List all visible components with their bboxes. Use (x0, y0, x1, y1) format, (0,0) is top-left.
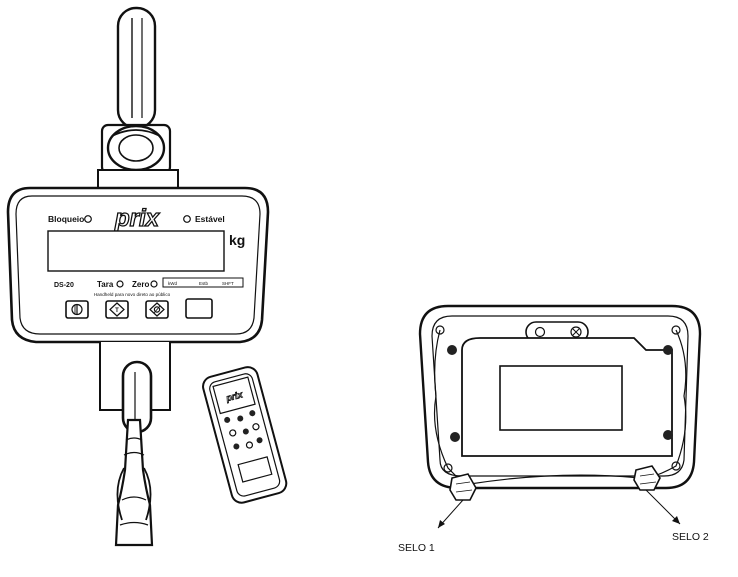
footer-text: Handheld para novo direto ao público (94, 292, 171, 297)
seal-wire (433, 329, 687, 485)
tara-led-icon (116, 280, 124, 288)
status-cell-1: kWd (168, 281, 177, 286)
seal-2-icon (633, 465, 661, 491)
weight-display (47, 230, 225, 272)
zero-button[interactable] (145, 300, 169, 319)
screw-icon (447, 345, 457, 355)
screw-icon (450, 432, 460, 442)
corner-screw-icon (443, 463, 453, 473)
status-cell-3: SHFT (222, 281, 234, 286)
corner-screw-icon (671, 461, 681, 471)
bloqueio-led-icon (84, 215, 92, 223)
corner-screw-icon (671, 325, 681, 335)
seal-2-label: SELO 2 (672, 531, 709, 543)
lower-hook (99, 342, 171, 547)
unit-label: kg (229, 232, 245, 248)
hanger-plate (525, 321, 589, 343)
estavel-led-icon (183, 215, 191, 223)
status-cell-2: Estb (199, 281, 209, 286)
zero-label: Zero (132, 280, 149, 289)
zero-led-icon (150, 280, 158, 288)
status-strip (162, 277, 244, 288)
screw-icon (663, 430, 673, 440)
remote-control[interactable]: prix (201, 365, 289, 505)
tare-button[interactable]: T (105, 300, 129, 319)
svg-text:T: T (115, 308, 119, 314)
model-label: DS-20 (54, 282, 74, 289)
seal-2-leader (645, 489, 681, 525)
seal-1-icon (449, 473, 477, 501)
scale-rear-view: SELO 1 SELO 2 (398, 304, 709, 554)
corner-screw-icon (435, 325, 445, 335)
seal-1-label: SELO 1 (398, 542, 435, 554)
prix-logo: prix (113, 204, 161, 232)
seal-1-leader (437, 499, 464, 529)
svg-text:prix: prix (114, 205, 161, 232)
estavel-label: Estável (195, 214, 225, 224)
blank-button[interactable] (185, 298, 213, 319)
crane-scale-front: prix Bloqueio Estável kg DS-20 Tara Zero… (6, 6, 289, 547)
bloqueio-label: Bloqueio (48, 214, 84, 224)
tara-label: Tara (97, 280, 114, 289)
screw-icon (663, 345, 673, 355)
power-button[interactable] (65, 300, 89, 319)
scale-body: prix Bloqueio Estável kg DS-20 Tara Zero… (6, 186, 270, 344)
top-shackle (97, 6, 179, 189)
label-window (499, 365, 623, 431)
